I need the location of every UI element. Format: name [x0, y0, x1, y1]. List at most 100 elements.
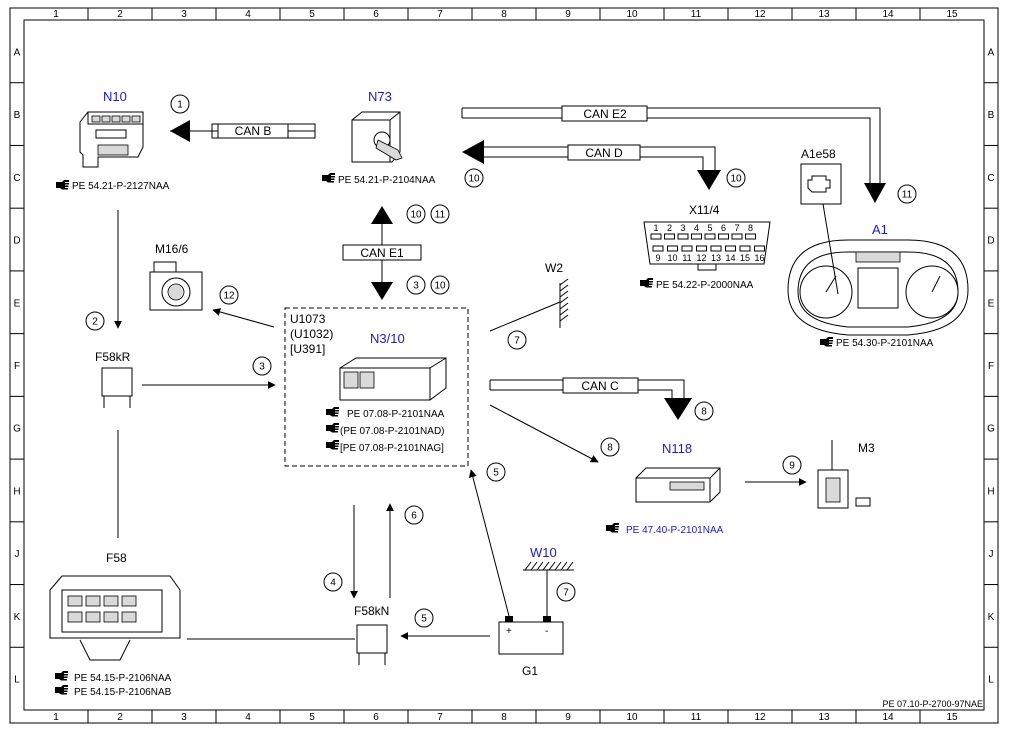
n118-ref: PE 47.40-P-2101NAA: [626, 525, 724, 536]
can-c-link: CAN C: [489, 377, 692, 420]
grid-column-label: 13: [818, 712, 830, 723]
step-marker: 11: [430, 204, 450, 224]
step-marker-number: 2: [92, 317, 98, 328]
grid-row-label: L: [988, 675, 994, 686]
step-marker-number: 10: [434, 281, 446, 292]
x114-pin: [704, 233, 716, 240]
step-marker: 9: [782, 455, 802, 475]
w2-component: W2: [545, 261, 569, 328]
grid-row-label: C: [987, 173, 994, 184]
ecu-module-icon: [339, 357, 447, 401]
grid-column-label: 2: [117, 9, 123, 20]
n118-label: N118: [662, 441, 692, 456]
x114-pin: [667, 245, 678, 252]
x114-pin-label: 16: [754, 253, 764, 263]
can-d-link: CAN D: [462, 140, 721, 190]
x114-pin: [681, 245, 693, 252]
grid-column-label: 12: [754, 9, 766, 20]
step-marker-number: 11: [435, 210, 446, 221]
a1-component: A1 PE 54.30-P-2101NAA: [787, 222, 969, 349]
n73-ref-icon: [322, 173, 335, 183]
grid-row-label: L: [14, 675, 20, 686]
g1-minus-label: -: [545, 626, 548, 637]
x114-pin-label: 6: [721, 223, 726, 233]
grid-column-label: 8: [501, 9, 507, 20]
can-e1-link: CAN E1: [342, 206, 422, 300]
m166-label: M16/6: [155, 242, 189, 256]
n310-code-1: U1073: [290, 312, 326, 326]
f58-component: F58 PE 54.15-P-2106NAA PE 54.15-P-2106NA…: [49, 551, 181, 698]
x114-pin-label: 7: [734, 223, 739, 233]
step-marker: 8: [600, 437, 620, 457]
grid-column-label: 15: [946, 9, 958, 20]
can-b-link: CAN B: [170, 120, 316, 142]
grid-column-label: 2: [117, 712, 123, 723]
x114-pin: [691, 233, 702, 240]
engine-warning-icon: [807, 175, 831, 193]
f58-label: F58: [106, 551, 127, 565]
grid-column-label: 7: [437, 9, 443, 20]
grid-column-label: 11: [691, 9, 702, 20]
x114-pin-label: 9: [655, 253, 660, 263]
step-marker: 5: [414, 608, 434, 628]
x114-pin-label: 10: [667, 253, 677, 263]
n73-ignition-switch-icon: [351, 111, 403, 163]
n10-module-icon: [79, 111, 144, 168]
step-marker: 7: [507, 330, 527, 350]
grid-row-label: F: [14, 361, 20, 372]
grid-column-label: 7: [437, 712, 443, 723]
grid-row-label: H: [987, 486, 994, 497]
n310-code-3: [U391]: [290, 342, 325, 356]
x114-ref: PE 54.22-P-2000NAA: [656, 280, 754, 291]
can-d-label: CAN D: [585, 146, 623, 160]
x114-pin-label: 5: [707, 223, 712, 233]
n310-label: N3/10: [370, 331, 405, 346]
grid-column-label: 3: [181, 712, 187, 723]
grid-column-label: 14: [882, 9, 894, 20]
grid-column-label: 4: [245, 712, 251, 723]
g1-label: G1: [522, 664, 538, 678]
grid-row-label: B: [14, 110, 21, 121]
step-marker: 11: [897, 184, 917, 204]
grid-row-label: J: [989, 549, 994, 560]
step-marker-number: 5: [421, 614, 427, 625]
grid-row-label: F: [988, 361, 994, 372]
x114-pin: [652, 245, 664, 252]
step-marker-number: 10: [730, 174, 742, 185]
m3-component: M3: [817, 440, 875, 509]
grid-row-label: H: [13, 486, 20, 497]
f58kr-component: F58kR: [95, 350, 133, 408]
can-e1-label: CAN E1: [360, 246, 404, 260]
grid-column-label: 13: [818, 9, 830, 20]
can-c-label: CAN C: [581, 379, 619, 393]
n310-ref-icon-3: [326, 440, 339, 450]
step-marker-number: 7: [514, 336, 520, 347]
grid-row-label: G: [13, 424, 21, 435]
x114-pin-label: 3: [680, 223, 685, 233]
grid-row-label: A: [14, 47, 21, 58]
grid-column-label: 15: [946, 712, 958, 723]
grid-column-label: 8: [501, 712, 507, 723]
g1-plus-label: +: [506, 626, 512, 637]
grid-row-label: E: [14, 298, 21, 309]
grid-column-label: 12: [754, 712, 766, 723]
m166-component: M16/6: [149, 242, 203, 311]
x114-pin-label: 15: [740, 253, 750, 263]
step-marker: 10: [464, 168, 484, 188]
frame: [9, 7, 999, 724]
step-marker-number: 10: [410, 210, 422, 221]
grid-row-label: J: [15, 549, 20, 560]
step-marker-number: 10: [468, 174, 480, 185]
x114-pin-label: 8: [748, 223, 753, 233]
x114-pin: [710, 245, 722, 252]
step-marker-number: 1: [177, 100, 183, 111]
n310-code-2: (U1032): [290, 327, 333, 341]
fuse-box-icon: [49, 575, 181, 661]
step-marker-number: 5: [493, 468, 499, 479]
n310-component: U1073 (U1032) [U391] N3/10 PE 07.08-P-21…: [284, 307, 469, 467]
